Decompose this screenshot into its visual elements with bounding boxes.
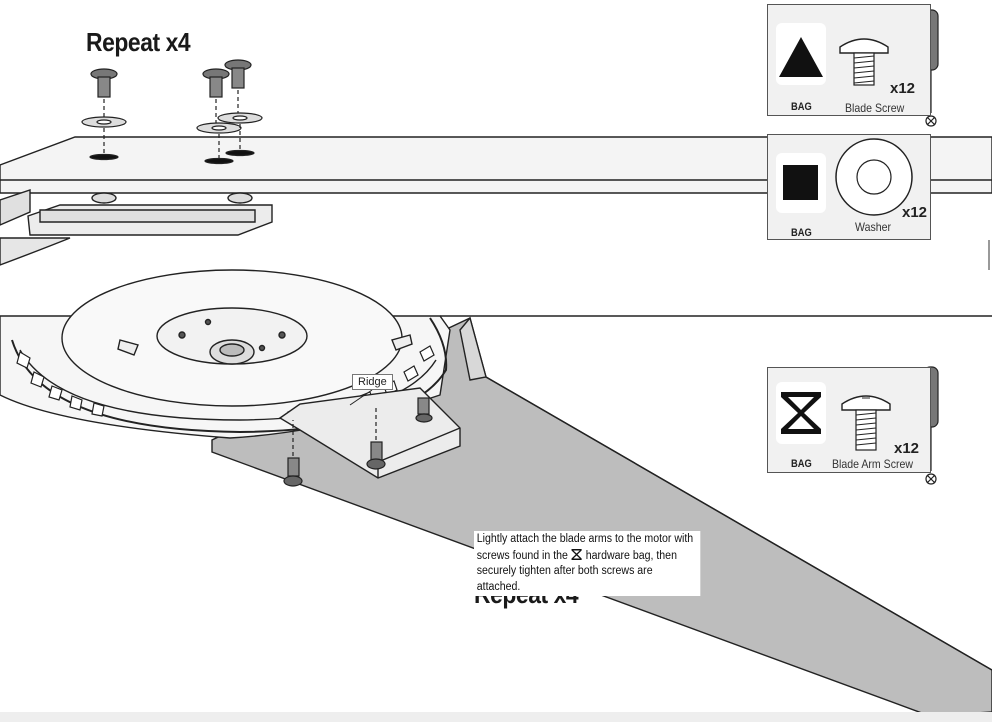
bag-label: BAG — [791, 101, 812, 113]
blade-screws — [81, 59, 263, 165]
quantity: x12 — [890, 80, 916, 97]
blade-screw-icon — [839, 38, 889, 86]
triangle-icon — [776, 23, 826, 85]
part-name-blade-screw: Blade Screw — [845, 101, 905, 115]
motor-housing — [0, 269, 461, 479]
square-icon — [776, 153, 826, 213]
top-blade-assembly — [0, 136, 992, 266]
part-name-blade-arm-screw: Blade Arm Screw — [832, 457, 914, 471]
quantity: x12 — [894, 440, 920, 457]
bag-label: BAG — [791, 458, 812, 470]
hourglass-icon — [776, 382, 826, 444]
hourglass-icon — [571, 548, 582, 560]
instruction-note: Lightly attach the blade arms to the mot… — [474, 531, 701, 596]
part-name-washer: Washer — [855, 220, 891, 234]
hardware-box-blade-screw: BAG x12 Blade Screw — [767, 4, 931, 116]
repeat-label-top: Repeat x4 — [86, 27, 191, 57]
ridge-pointer — [349, 389, 373, 406]
hardware-box-washer: BAG x12 Washer — [767, 134, 931, 240]
blade-arm-screws — [283, 397, 433, 487]
blade-arm-screw-icon — [841, 395, 891, 451]
bag-label: BAG — [791, 227, 812, 239]
instruction-text-part1: Lightly attach the blade arms to the mot… — [476, 533, 694, 562]
quantity: x12 — [902, 204, 928, 221]
ridge-callout: Ridge — [352, 374, 393, 390]
hardware-box-blade-arm-screw: BAG x12 Blade Arm Screw — [767, 367, 931, 473]
instruction-text-part2: hardware bag, then securely tighten afte… — [476, 549, 677, 593]
washer-icon — [835, 138, 913, 216]
